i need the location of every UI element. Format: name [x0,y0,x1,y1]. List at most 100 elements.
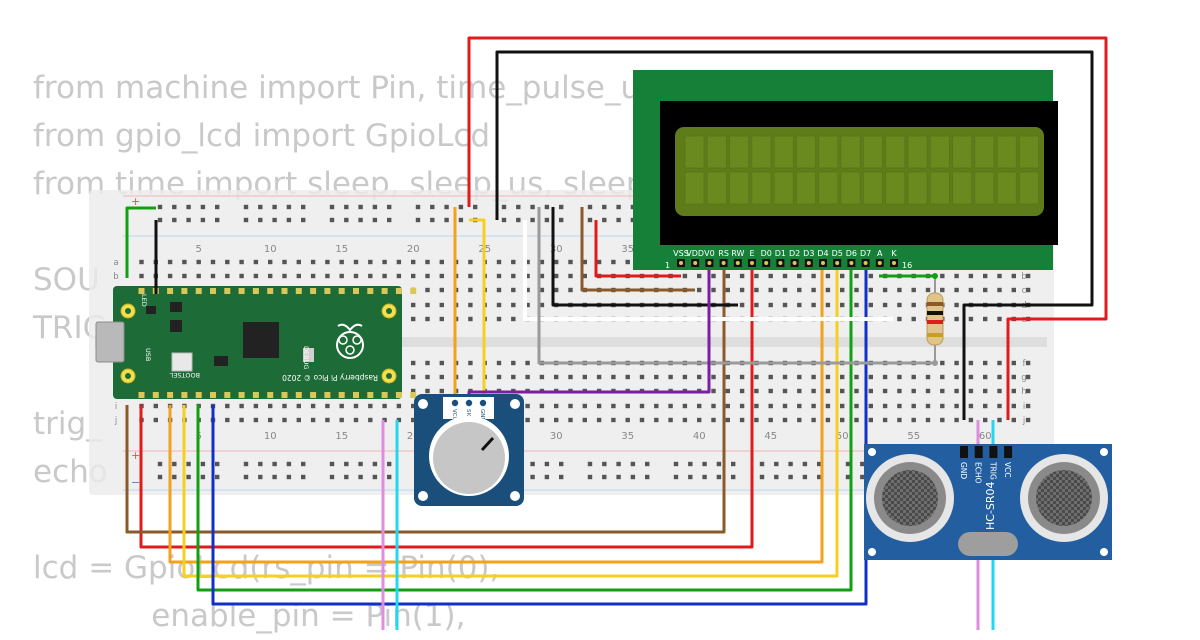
breadboard-hole [296,417,301,423]
breadboard-hole [625,403,630,409]
pico-pin [267,392,274,398]
breadboard-hole [325,403,330,409]
wire-red[interactable] [594,220,681,278]
lcd-char-cell [818,135,839,169]
breadboard-hole [739,287,745,293]
wire-green[interactable] [196,265,853,592]
wire-brown[interactable] [580,207,695,292]
wire-brown[interactable] [125,265,726,534]
breadboard-hole [1011,403,1016,409]
resistor[interactable] [926,273,944,366]
breadboard-hole [697,273,702,279]
breadboard-hole [725,287,730,293]
breadboard-hole [768,388,773,394]
column-number: 30 [550,431,563,442]
sensor-pin [1004,446,1013,458]
wire-green[interactable] [125,206,156,278]
debug-pads [303,348,314,362]
breadboard-hole [682,273,688,279]
lcd-char-cell [952,171,972,205]
rail-hole [860,474,865,480]
pico-pin [338,288,345,294]
pico-pin [238,392,245,398]
rail-hole [473,204,478,210]
breadboard-hole [725,374,730,380]
rail-hole [215,461,220,467]
potentiometer-pin [465,399,473,407]
potentiometer-knob[interactable] [433,422,505,494]
breadboard-hole [210,259,216,265]
rail-hole [602,461,607,467]
pico-component [170,320,182,332]
rail-hole [358,474,363,480]
breadboard-hole [425,302,430,308]
breadboard-hole [739,374,745,380]
breadboard-hole [711,273,716,279]
breadboard-hole [897,316,902,322]
rail-hole [272,217,277,223]
raspberry-logo-icon [336,323,364,359]
breadboard-hole [511,273,516,279]
rail-hole [157,474,163,480]
wire-orange[interactable] [168,265,824,564]
breadboard-hole [411,273,416,279]
breadboard-hole [468,287,473,293]
lcd-pin-label: RS [718,249,729,258]
raspberry-pi-pico[interactable]: Raspberry Pi Pico © 2020 BOOTSEL USB LED… [95,286,417,399]
breadboard-hole [525,302,530,308]
row-letter: c [1022,286,1027,296]
column-number: 45 [764,431,777,442]
breadboard-hole [997,374,1002,380]
rail-hole [157,217,163,223]
breadboard-hole [182,259,187,265]
rail-hole [243,474,249,480]
rail-hole [329,474,335,480]
wire-white[interactable] [523,220,893,321]
breadboard-hole [911,374,916,380]
rail-minus-label: − [131,476,140,489]
breadboard-hole [353,417,359,423]
lcd-pin-first: 1 [665,261,670,270]
wire-blue[interactable] [211,265,868,606]
column-number: 35 [621,244,634,255]
wire-red[interactable] [139,265,754,549]
wire-yellow[interactable] [182,265,839,578]
bootsel-button[interactable] [171,352,193,372]
breadboard-hole [811,302,816,308]
wire-black[interactable] [495,50,1094,420]
breadboard-hole [439,316,444,322]
breadboard-hole [282,417,287,423]
wire-gray[interactable] [537,207,937,365]
breadboard-hole [797,374,802,380]
breadboard-hole [1011,287,1016,293]
breadboard-hole [496,374,502,380]
pico-component [214,356,228,366]
pico-pin [381,288,388,294]
rail-hole [559,204,564,210]
wire-black[interactable] [551,207,738,307]
breadboard-hole [511,287,516,293]
breadboard-hole [668,417,673,423]
wire-red[interactable] [467,36,1108,420]
rail-hole [344,204,349,210]
breadboard-hole [882,417,888,423]
lcd-char-cell [974,135,995,169]
rail-hole [243,217,249,223]
row-letter: g [1021,373,1026,383]
breadboard-hole [468,360,473,366]
rail-hole [458,217,464,223]
led-label: LED [140,294,148,307]
lcd-char-cell [773,171,794,205]
pico-board-text: Raspberry Pi Pico © 2020 [282,373,378,382]
rail-hole [157,461,163,467]
breadboard-hole [868,374,873,380]
breadboard-hole [496,360,502,366]
breadboard-hole [325,273,330,279]
wire-yellow[interactable] [469,218,486,400]
breadboard-hole [768,273,773,279]
